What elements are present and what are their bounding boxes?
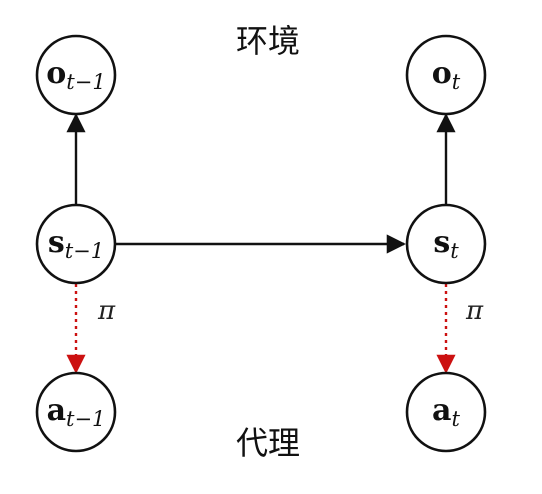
policy-symbol-prev: π: [97, 296, 116, 326]
environment-label: 环境: [236, 22, 300, 60]
policy-symbol-curr: π: [465, 296, 484, 326]
svg-text:at: at: [432, 393, 460, 431]
svg-text:ot−1: ot−1: [46, 56, 105, 94]
node-o-curr: ot: [405, 34, 487, 116]
node-a-curr: at: [405, 371, 487, 453]
node-a-prev: at−1: [35, 371, 117, 453]
svg-text:at−1: at−1: [47, 393, 106, 431]
svg-text:ot: ot: [432, 56, 461, 94]
agent-label: 代理: [236, 424, 300, 462]
svg-text:st: st: [433, 225, 459, 263]
node-s-prev: st−1: [35, 203, 117, 285]
svg-text:st−1: st−1: [48, 225, 104, 263]
node-s-curr: st: [405, 203, 487, 285]
node-o-prev: ot−1: [35, 34, 117, 116]
